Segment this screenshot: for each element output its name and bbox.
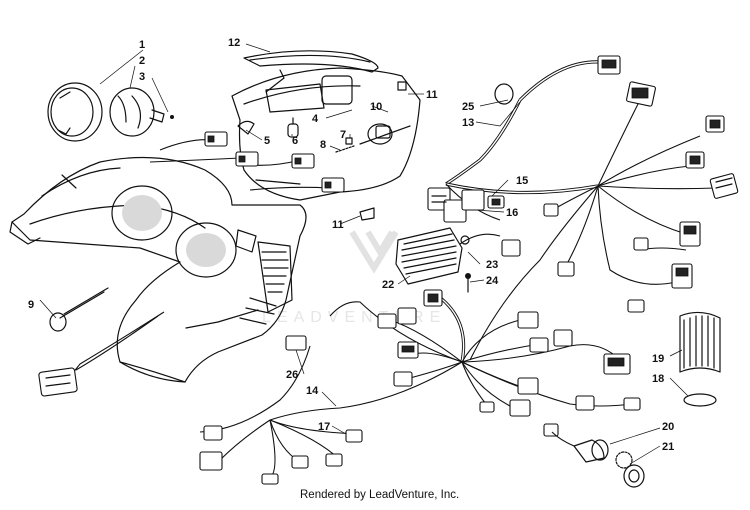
- label-5: 5: [264, 135, 270, 147]
- connector-13a: [597, 55, 621, 75]
- label-2: 2: [139, 55, 145, 67]
- fuse-part: [487, 195, 505, 209]
- screw-part: [49, 287, 109, 332]
- label-25: 25: [462, 101, 474, 113]
- label-24: 24: [486, 275, 499, 287]
- bolt-part: [465, 273, 471, 293]
- clip-part-lower: [359, 207, 375, 221]
- connector-26: [285, 335, 307, 351]
- watermark-text: LEADVENTURE: [262, 309, 446, 326]
- label-8: 8: [320, 139, 326, 151]
- connector-13i: [627, 299, 645, 313]
- nut-part: [345, 137, 353, 145]
- callout-labels: 1 2 3 4 5 6 7 8 9 10 11 11 12 13 14 15 1…: [28, 37, 674, 453]
- main-harness-13: [445, 60, 717, 361]
- regulator-module-part: [395, 227, 521, 285]
- label-20: 20: [662, 421, 674, 433]
- connector-17: [199, 425, 363, 485]
- connector-9-plug: [38, 367, 78, 397]
- label-13: 13: [462, 117, 474, 129]
- label-9: 9: [28, 299, 34, 311]
- label-11-bottom: 11: [332, 219, 344, 231]
- label-7: 7: [340, 129, 346, 141]
- sensor-part: [551, 431, 609, 463]
- clamp-part: [683, 393, 717, 407]
- connector-13c: [705, 115, 725, 133]
- footer-credit: Rendered by LeadVenture, Inc.: [300, 489, 459, 501]
- label-4: 4: [312, 113, 319, 125]
- connector-13h: [633, 237, 649, 251]
- label-14: 14: [306, 385, 319, 397]
- label-26: 26: [286, 369, 298, 381]
- headlight-screw-part: [170, 115, 174, 119]
- bulb-part: [287, 117, 299, 138]
- connector-13k: [557, 261, 575, 277]
- connector-8b: [321, 177, 345, 193]
- label-23: 23: [486, 259, 498, 271]
- label-18: 18: [652, 373, 664, 385]
- connector-14f: [603, 353, 631, 375]
- connector-13b: [626, 81, 656, 107]
- label-16: 16: [506, 207, 518, 219]
- label-19: 19: [652, 353, 664, 365]
- connector-14h: [543, 395, 641, 437]
- connector-14g: [479, 377, 539, 417]
- label-17: 17: [318, 421, 330, 433]
- connector-14b: [377, 307, 417, 329]
- ring-part: [494, 83, 514, 105]
- label-10: 10: [370, 101, 382, 113]
- clip-part: [397, 81, 407, 91]
- connector-13g: [671, 263, 693, 289]
- label-6: 6: [292, 135, 298, 147]
- dash-trim-part: [243, 50, 379, 73]
- label-11-top: 11: [426, 89, 438, 101]
- label-1: 1: [139, 39, 145, 51]
- connector-13f: [679, 221, 701, 247]
- connector-14c: [397, 341, 419, 359]
- bulb-socket-part: [237, 120, 255, 135]
- sensor-nut-part: [615, 451, 645, 488]
- connector-14d: [393, 371, 413, 387]
- leader-lines: [39, 43, 689, 465]
- connector-14e: [517, 311, 573, 353]
- label-12: 12: [228, 37, 240, 49]
- connector-14a: [423, 289, 443, 307]
- connector-13e: [709, 173, 739, 199]
- switch-part: [375, 125, 391, 139]
- spring-part: [335, 145, 355, 153]
- connector-13j: [543, 203, 559, 217]
- label-22: 22: [382, 279, 394, 291]
- label-3: 3: [139, 71, 145, 83]
- connector-8a: [291, 153, 315, 169]
- label-15: 15: [516, 175, 528, 187]
- hood-cowl-part: [9, 156, 307, 383]
- headlight-lens-part: [47, 82, 103, 142]
- headlight-housing-part: [231, 67, 421, 201]
- connector-5a: [204, 131, 228, 147]
- sleeve-part: [679, 311, 721, 373]
- headlight-bulb-part: [109, 87, 165, 137]
- relay-block-part: [427, 187, 485, 223]
- connector-13d: [685, 151, 705, 169]
- connector-5b: [235, 151, 259, 167]
- label-21: 21: [662, 441, 674, 453]
